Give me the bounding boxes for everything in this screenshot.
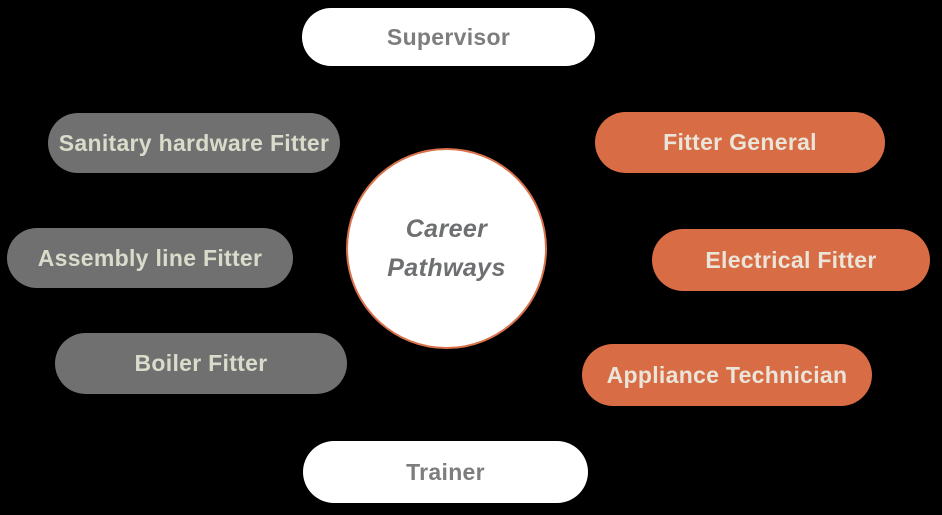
node-boiler-fitter: Boiler Fitter (55, 333, 347, 394)
node-assembly-line-fitter-label: Assembly line Fitter (37, 244, 263, 271)
node-electrical-fitter-label: Electrical Fitter (705, 246, 877, 273)
center-title-line1: Career (405, 214, 488, 243)
node-appliance-technician-label: Appliance Technician (606, 361, 848, 388)
node-trainer-label: Trainer (406, 458, 485, 485)
node-sanitary-hardware-fitter-label: Sanitary hardware Fitter (58, 129, 330, 156)
node-fitter-general: Fitter General (595, 112, 885, 173)
node-supervisor: Supervisor (302, 8, 595, 66)
node-sanitary-hardware-fitter: Sanitary hardware Fitter (48, 113, 340, 173)
node-trainer: Trainer (303, 441, 588, 503)
node-supervisor-label: Supervisor (386, 23, 511, 50)
center-circle: Career Pathways (346, 148, 547, 349)
center-title-line2: Pathways (387, 253, 506, 282)
node-appliance-technician: Appliance Technician (582, 344, 872, 406)
node-boiler-fitter-label: Boiler Fitter (134, 350, 268, 376)
node-assembly-line-fitter: Assembly line Fitter (7, 228, 293, 288)
node-fitter-general-label: Fitter General (663, 129, 817, 155)
node-electrical-fitter: Electrical Fitter (652, 229, 930, 291)
